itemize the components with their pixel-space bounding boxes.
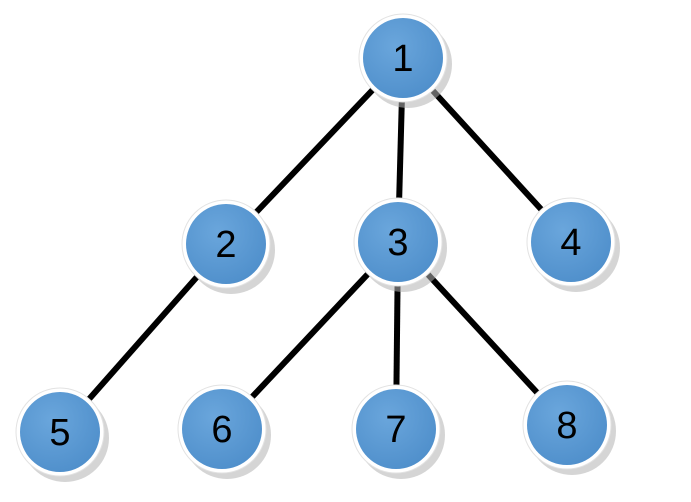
node-label: 1 bbox=[392, 38, 413, 80]
node-circle bbox=[182, 389, 262, 469]
node-label: 7 bbox=[385, 409, 406, 451]
nodes-layer: 1 2 3 4 5 6 7 8 bbox=[15, 13, 620, 482]
node-8: 8 bbox=[522, 380, 616, 475]
node-circle bbox=[531, 202, 611, 282]
node-5: 5 bbox=[15, 387, 109, 482]
node-7: 7 bbox=[351, 384, 445, 479]
edges-layer bbox=[57, 55, 574, 434]
node-label: 8 bbox=[556, 405, 577, 447]
node-circle bbox=[358, 202, 438, 282]
node-circle bbox=[527, 385, 607, 465]
node-circle bbox=[186, 204, 266, 284]
node-circle bbox=[20, 392, 100, 472]
node-circle bbox=[363, 18, 443, 98]
node-label: 3 bbox=[387, 222, 408, 264]
node-3: 3 bbox=[353, 197, 447, 292]
node-circle bbox=[356, 389, 436, 469]
node-2: 2 bbox=[181, 199, 275, 294]
node-label: 6 bbox=[211, 409, 232, 451]
node-label: 2 bbox=[215, 224, 236, 266]
node-1: 1 bbox=[358, 13, 452, 108]
node-label: 4 bbox=[560, 222, 581, 264]
node-4: 4 bbox=[526, 197, 620, 292]
node-label: 5 bbox=[49, 412, 70, 454]
node-6: 6 bbox=[177, 384, 271, 479]
